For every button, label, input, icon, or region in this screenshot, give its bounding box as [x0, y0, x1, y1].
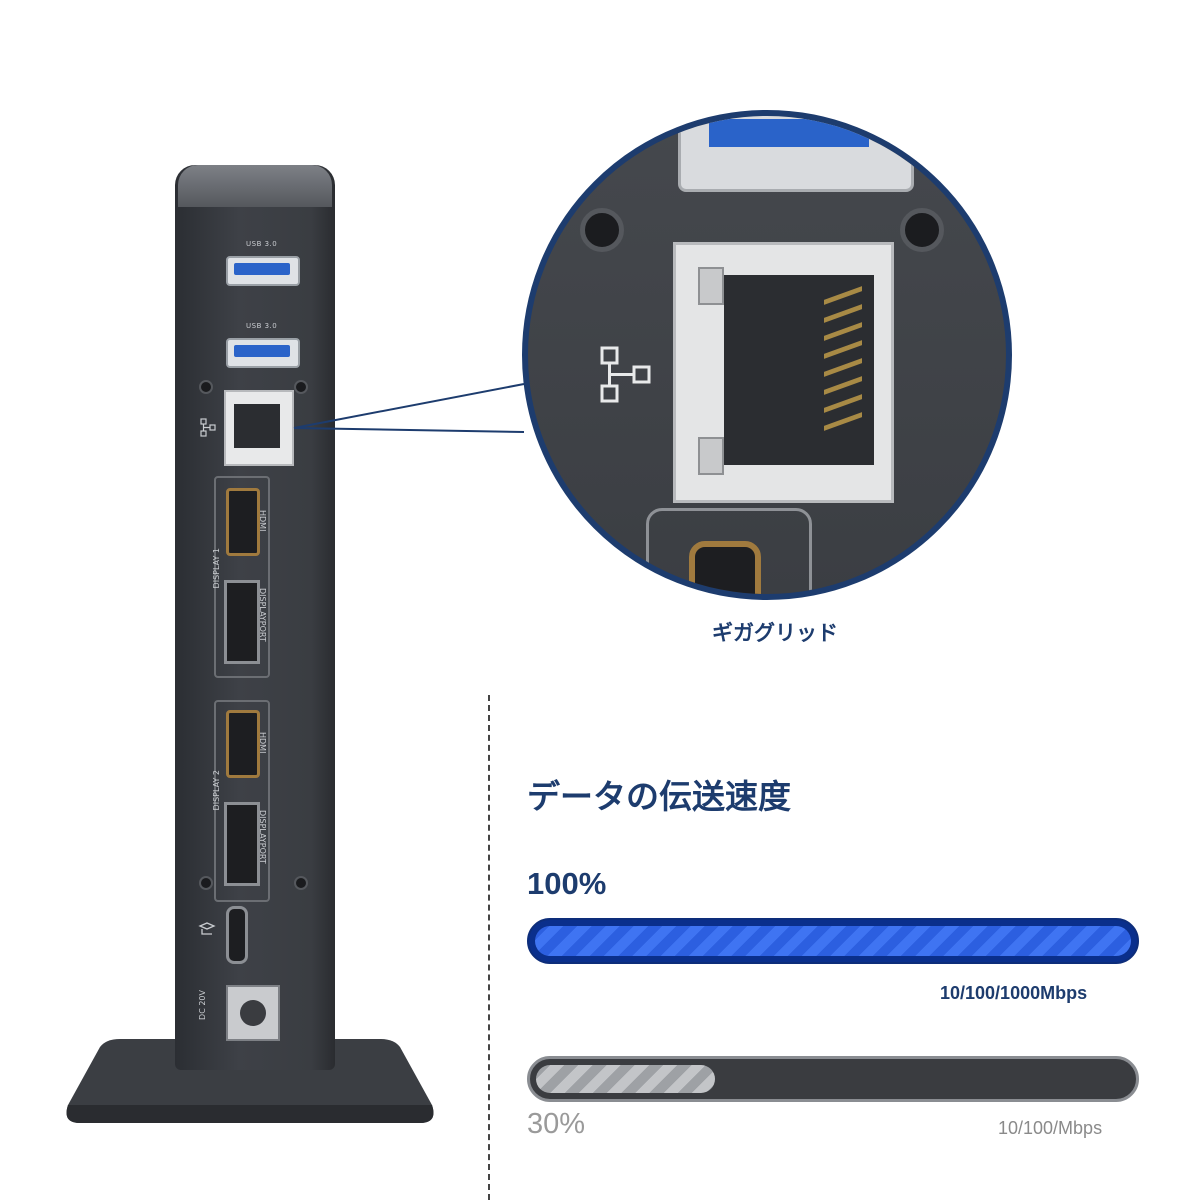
gigabit-rate: 10/100/1000Mbps — [940, 983, 1088, 1003]
callout-line — [293, 383, 525, 433]
divider — [488, 695, 490, 1200]
fast-percent: 30% — [527, 1108, 586, 1140]
display-icon — [198, 920, 216, 940]
screw — [900, 208, 944, 252]
network-icon — [600, 346, 652, 408]
displayport-label: DISPLAYPORT — [258, 588, 267, 642]
screw — [294, 380, 308, 394]
ethernet-port — [224, 390, 294, 466]
fast-speed-fill — [536, 1065, 715, 1093]
dock-stand — [60, 1035, 440, 1125]
displayport-port — [224, 802, 260, 886]
screw — [199, 876, 213, 890]
speed-title: データの伝送速度 — [527, 777, 791, 816]
displayport-label: DISPLAYPORT — [258, 810, 267, 864]
usb-port — [226, 256, 300, 286]
hdmi-port-zoom — [646, 508, 812, 594]
fast-speed-bar — [527, 1056, 1139, 1102]
usb-port — [226, 338, 300, 368]
displayport-port — [224, 580, 260, 664]
display-1-group — [214, 476, 270, 678]
hdmi-label: HDMI — [258, 510, 267, 532]
usb-c-port — [226, 906, 248, 964]
display-2-label: DISPLAY 2 — [212, 770, 221, 811]
gigabit-percent: 100% — [527, 866, 607, 901]
usb-port-label: USB 3.0 — [246, 240, 278, 248]
dock-top-cap — [178, 165, 332, 207]
hdmi-port — [226, 488, 260, 556]
status-led — [698, 437, 724, 475]
gigabit-speed-fill — [535, 926, 1131, 956]
hdmi-port — [226, 710, 260, 778]
screw — [580, 208, 624, 252]
ethernet-port-zoom — [673, 242, 894, 503]
gigabit-speed-bar — [527, 918, 1139, 964]
hdmi-label: HDMI — [258, 732, 267, 754]
display-2-group — [214, 700, 270, 902]
usb-port-label: USB 3.0 — [246, 322, 278, 330]
fast-rate: 10/100/Mbps — [998, 1118, 1103, 1138]
network-icon — [200, 418, 216, 442]
status-led — [698, 267, 724, 305]
zoom-caption: ギガグリッド — [712, 621, 838, 645]
screw — [199, 380, 213, 394]
ethernet-zoom-view — [522, 110, 1012, 600]
dc-label: DC 20V — [198, 990, 207, 1020]
usb-port-zoom — [678, 116, 914, 192]
dc-power-jack — [226, 985, 280, 1041]
display-1-label: DISPLAY 1 — [212, 548, 221, 589]
screw — [294, 876, 308, 890]
